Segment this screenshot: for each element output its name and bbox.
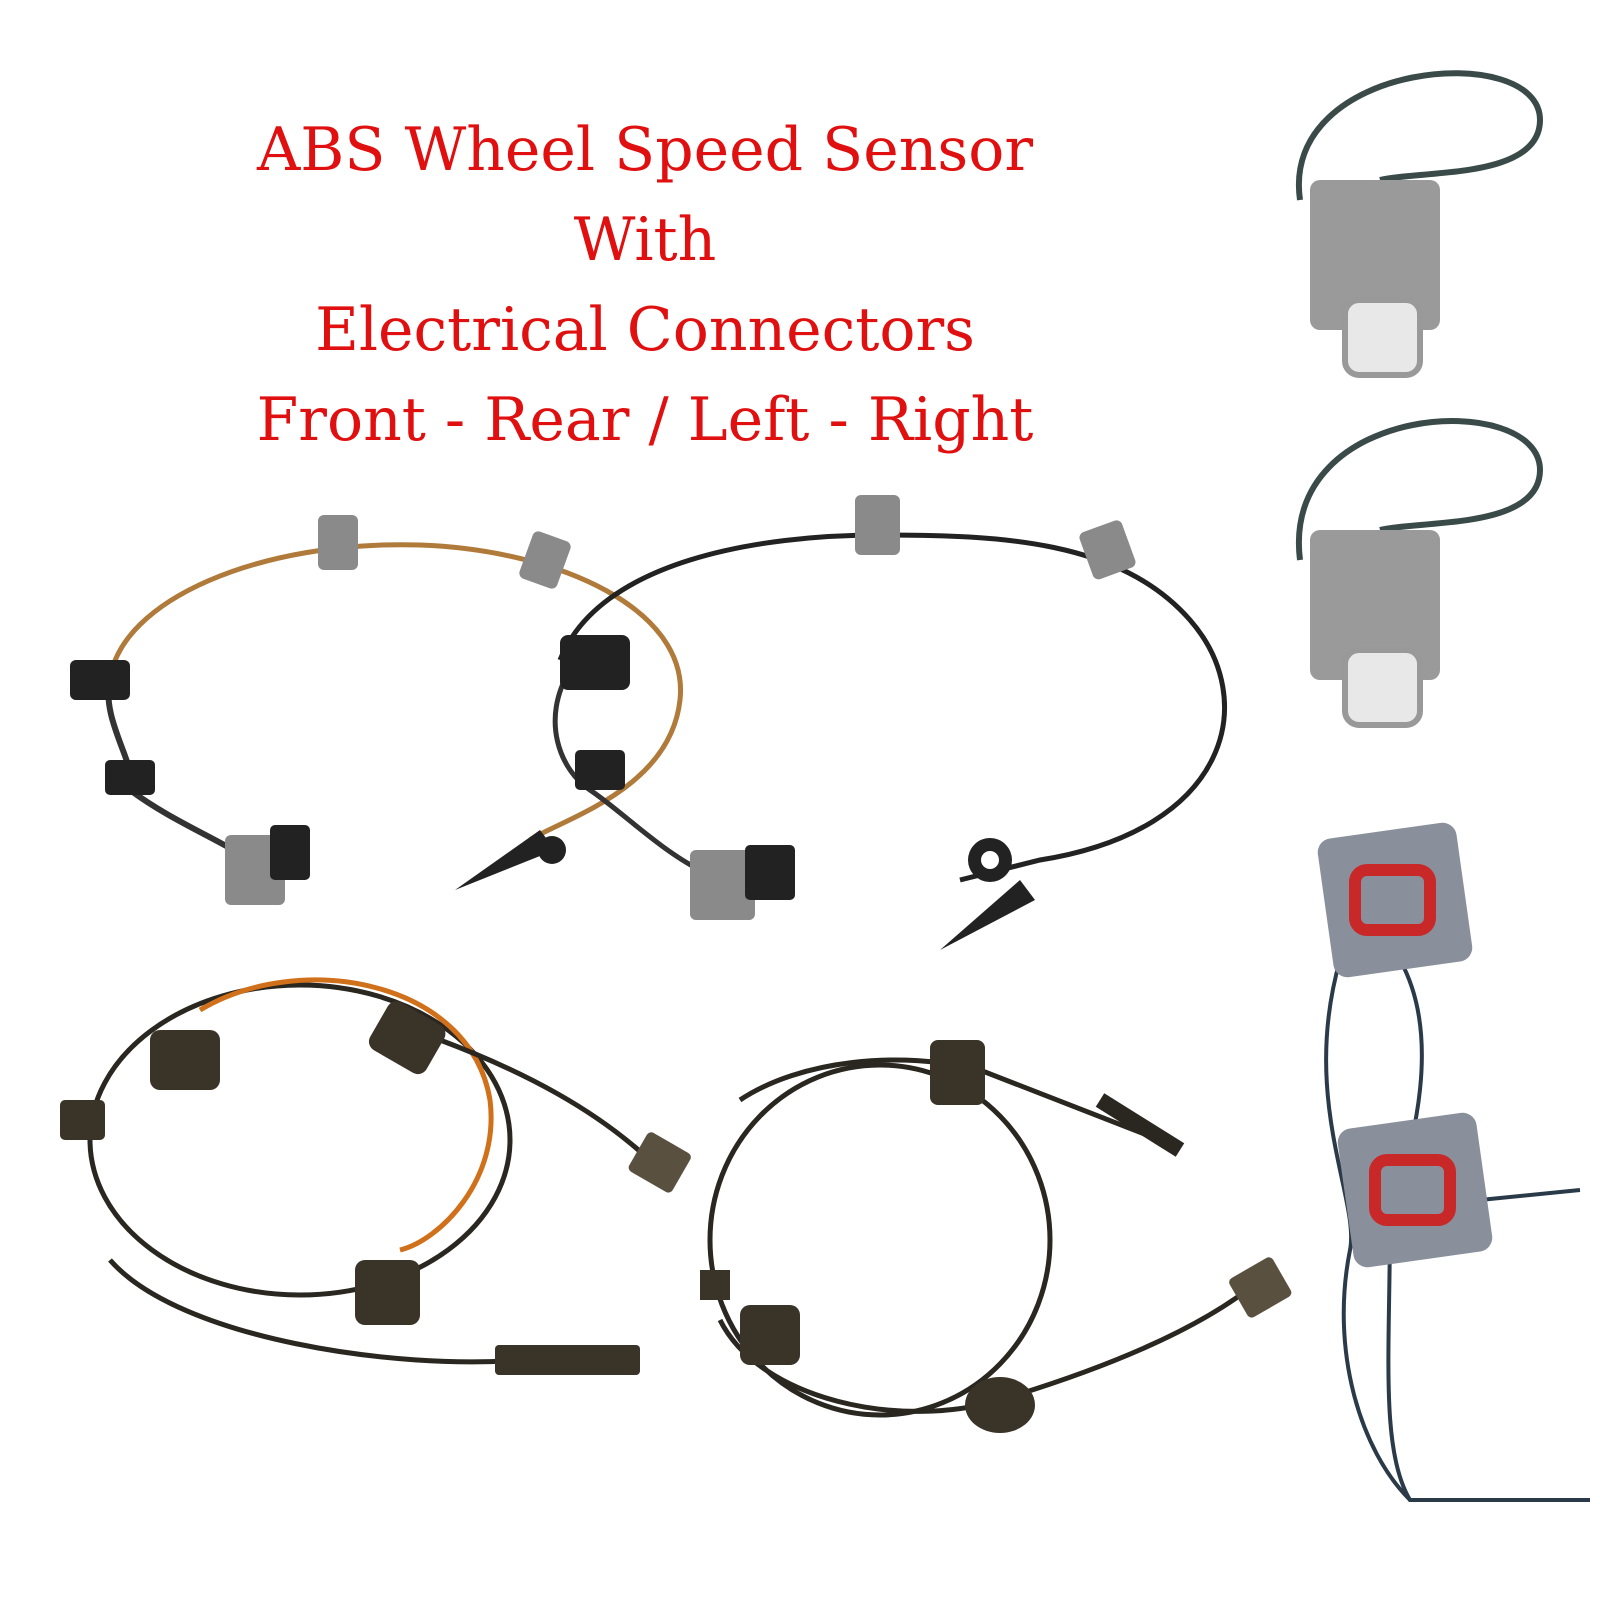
sensor-front-left [70, 515, 683, 905]
pigtail-connectors-grey [1295, 70, 1544, 728]
title-line-1: ABS Wheel Speed Sensor [256, 115, 1034, 185]
pigtail-connectors-red [1317, 822, 1590, 1502]
title-line-2: With [573, 205, 717, 275]
sensor-rear-right [700, 1040, 1292, 1433]
title-line-3: Electrical Connectors [315, 295, 975, 365]
sensor-rear-left [60, 977, 691, 1375]
sensor-front-right [552, 495, 1227, 950]
title-line-4: Front - Rear / Left - Right [256, 385, 1034, 455]
